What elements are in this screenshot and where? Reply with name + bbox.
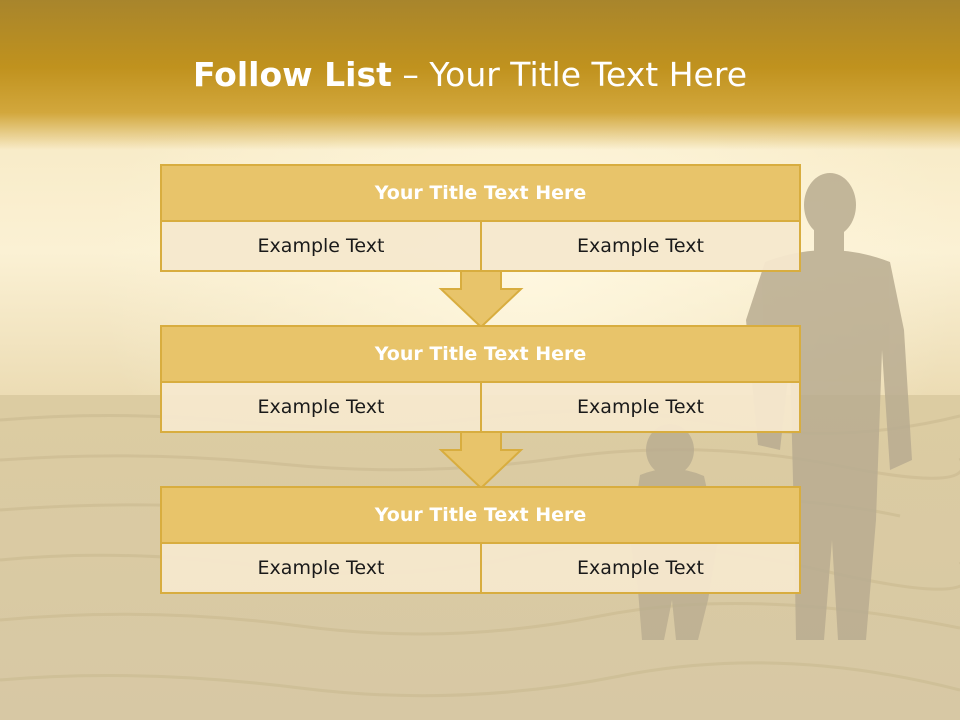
slide-title-rest: Your Title Text Here (429, 55, 748, 94)
block-title: Your Title Text Here (160, 486, 801, 544)
block-right-text: Example Text (480, 381, 801, 433)
list-block-1: Your Title Text Here Example Text Exampl… (160, 164, 801, 272)
block-left-text: Example Text (160, 542, 482, 594)
down-arrow-icon (438, 431, 524, 489)
block-title: Your Title Text Here (160, 325, 801, 383)
slide-title-separator: – (391, 55, 430, 94)
list-block-3: Your Title Text Here Example Text Exampl… (160, 486, 801, 594)
slide-title: Follow List – Your Title Text Here (0, 52, 940, 98)
block-title: Your Title Text Here (160, 164, 801, 222)
down-arrow-icon (438, 270, 524, 328)
slide-title-bold: Follow List (192, 55, 392, 94)
block-right-text: Example Text (480, 542, 801, 594)
header-band (0, 0, 960, 150)
list-block-2: Your Title Text Here Example Text Exampl… (160, 325, 801, 433)
block-right-text: Example Text (480, 220, 801, 272)
block-left-text: Example Text (160, 220, 482, 272)
block-left-text: Example Text (160, 381, 482, 433)
